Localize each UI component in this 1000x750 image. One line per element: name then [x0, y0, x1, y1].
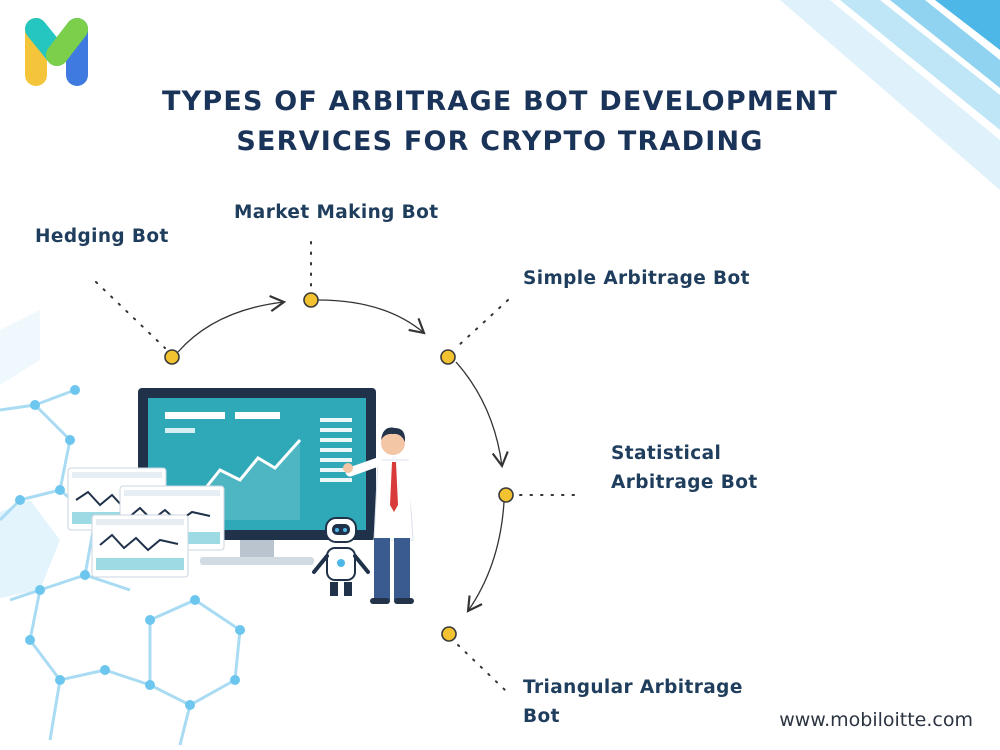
node-statistical [498, 487, 514, 503]
node-market-making [303, 292, 319, 308]
label-hedging-text: Hedging Bot [35, 226, 169, 247]
label-statistical-line-1: Statistical [611, 443, 722, 464]
label-triangular-line-2: Bot [523, 706, 560, 727]
leader-simple [457, 299, 509, 347]
page-title: TYPES OF ARBITRAGE BOT DEVELOPMENT SERVI… [0, 82, 1000, 162]
node-simple [440, 349, 456, 365]
label-triangular-arbitrage-bot: Triangular Arbitrage Bot [523, 673, 743, 731]
label-market-making-text: Market Making Bot [234, 202, 439, 223]
label-statistical-arbitrage-bot: Statistical Arbitrage Bot [611, 439, 758, 497]
businessman-icon [343, 427, 421, 604]
label-triangular-line-1: Triangular Arbitrage [523, 677, 743, 698]
flow-arrow-4 [466, 501, 505, 613]
label-simple-text: Simple Arbitrage Bot [523, 268, 750, 289]
label-hedging-bot: Hedging Bot [35, 222, 169, 251]
label-statistical-line-2: Arbitrage Bot [611, 472, 758, 493]
node-hedging [164, 349, 180, 365]
robot-icon [312, 517, 370, 596]
label-simple-arbitrage-bot: Simple Arbitrage Bot [523, 264, 750, 293]
title-line-2: SERVICES FOR CRYPTO TRADING [236, 126, 764, 157]
leader-triangular [457, 644, 506, 691]
chart-cards [67, 467, 225, 578]
website-url: www.mobiloitte.com [779, 709, 973, 731]
title-line-1: TYPES OF ARBITRAGE BOT DEVELOPMENT [162, 86, 838, 117]
mobiloitte-logo-icon [25, 18, 88, 86]
node-triangular [441, 626, 457, 642]
flow-arrow-1 [177, 295, 287, 353]
flow-arrow-3 [455, 361, 509, 469]
leader-hedging [95, 281, 166, 349]
corner-stripes [780, 0, 1000, 190]
label-market-making-bot: Market Making Bot [234, 198, 439, 227]
flow-arrow-2 [317, 299, 426, 335]
